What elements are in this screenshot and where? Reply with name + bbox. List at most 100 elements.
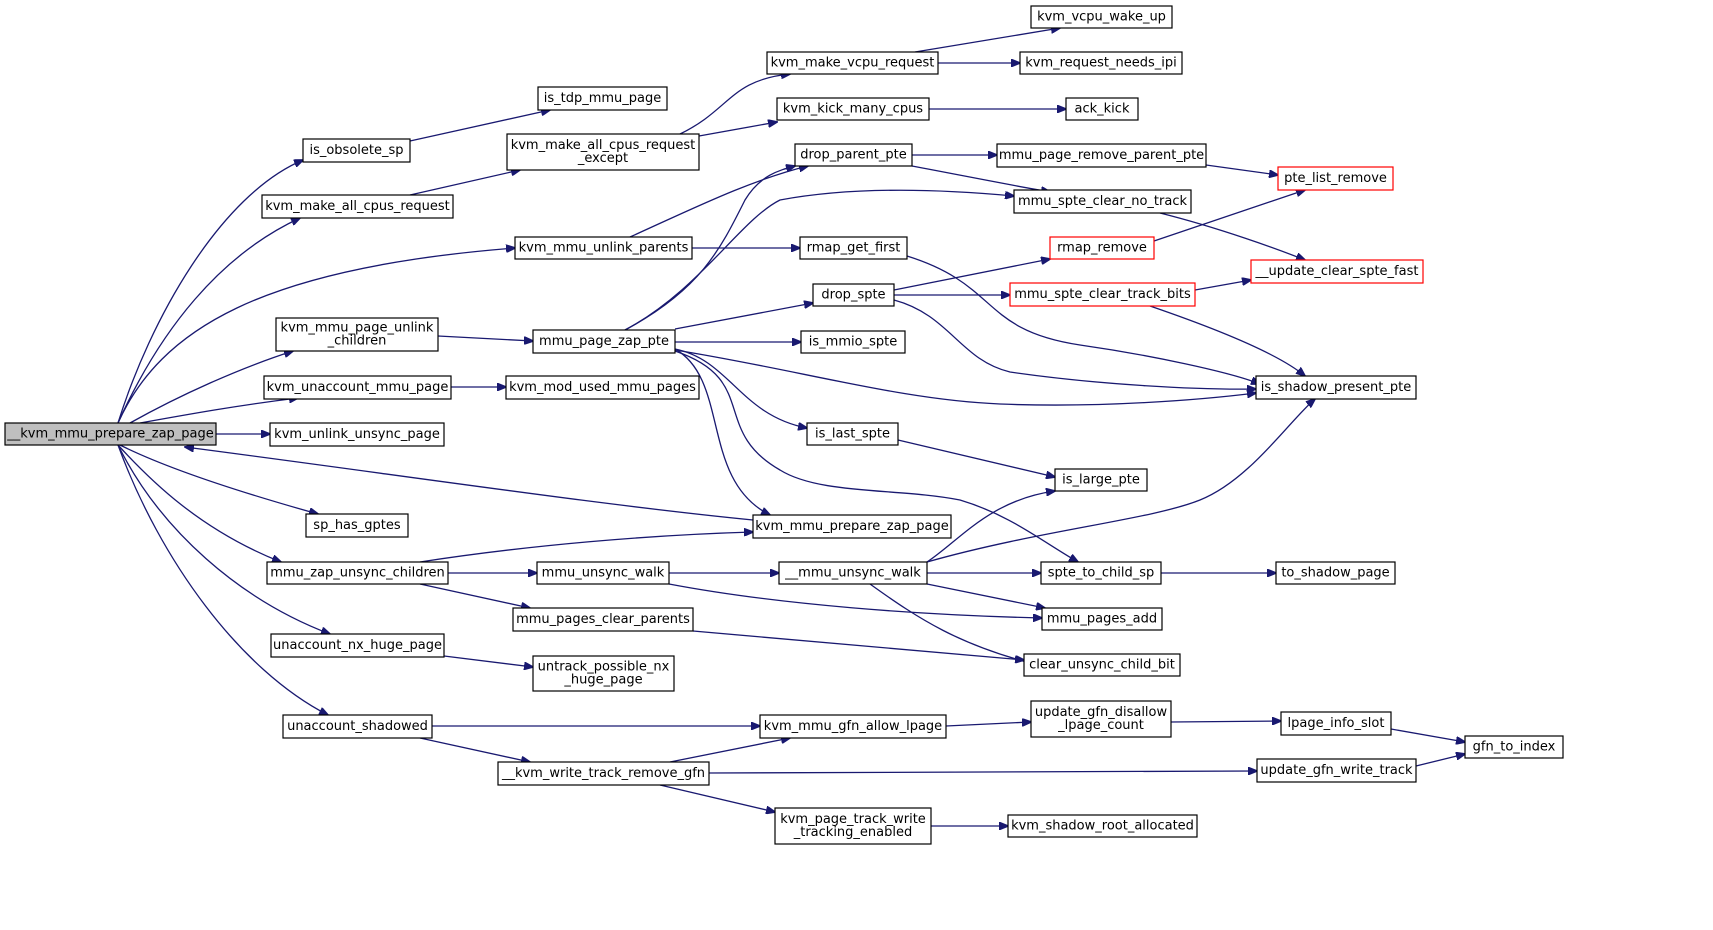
- root-node[interactable]: __kvm_mmu_prepare_zap_page: [4, 422, 217, 446]
- node-box: [776, 97, 930, 121]
- node-label: is_shadow_present_pte: [1261, 380, 1411, 395]
- node-label: is_mmio_spte: [809, 335, 897, 350]
- edge-root-to-unaccount_nx_huge_page: [117, 444, 330, 634]
- node-label: _except: [577, 151, 628, 166]
- node-clear_unsync_child_bit[interactable]: clear_unsync_child_bit: [1023, 653, 1181, 677]
- node-spte_to_child_sp[interactable]: spte_to_child_sp: [1040, 561, 1162, 585]
- node-kvm_mmu_prepare_zap_page[interactable]: kvm_mmu_prepare_zap_page: [752, 514, 952, 539]
- node-kvm_write_track_remove_gfn[interactable]: __kvm_write_track_remove_gfn: [497, 761, 710, 786]
- node-update_gfn_write_track[interactable]: update_gfn_write_track: [1256, 758, 1417, 783]
- node-gfn_to_index[interactable]: gfn_to_index: [1464, 735, 1564, 759]
- node-label: mmu_zap_unsync_children: [270, 566, 445, 581]
- node-kvm_make_all_cpus_request_except[interactable]: kvm_make_all_cpus_request_except: [506, 133, 700, 171]
- node-label: __mmu_unsync_walk: [784, 566, 921, 581]
- node-lpage_info_slot[interactable]: lpage_info_slot: [1280, 711, 1392, 736]
- node-kvm_page_track_write_tracking_enabled[interactable]: kvm_page_track_write_tracking_enabled: [774, 807, 932, 845]
- edge-mmu_zap_unsync_children-to-kvm_mmu_prepare_zap_page: [419, 532, 753, 563]
- edge-drop_spte-to-is_shadow_present_pte: [893, 299, 1256, 389]
- node-mmu_page_zap_pte[interactable]: mmu_page_zap_pte: [532, 329, 676, 354]
- node-label: kvm_mmu_prepare_zap_page: [755, 519, 949, 534]
- edge-unaccount_shadowed-to-kvm_write_track_remove_gfn: [419, 737, 530, 762]
- node-box: [302, 138, 411, 163]
- node-is_large_pte[interactable]: is_large_pte: [1054, 468, 1148, 492]
- node-kvm_mmu_gfn_allow_lpage[interactable]: kvm_mmu_gfn_allow_lpage: [759, 714, 947, 739]
- edge-root-to-kvm_mmu_page_unlink_children: [129, 351, 293, 424]
- node-mmu_unsync_walk[interactable]: mmu_unsync_walk: [536, 561, 670, 585]
- node-mmu_page_remove_parent_pte[interactable]: mmu_page_remove_parent_pte: [996, 143, 1207, 168]
- node-mmu_spte_clear_track_bits[interactable]: mmu_spte_clear_track_bits: [1009, 282, 1196, 307]
- edge-mmu_spte_clear_track_bits-to-update_clear_spte_fast: [1194, 280, 1251, 291]
- node-is_shadow_present_pte[interactable]: is_shadow_present_pte: [1255, 375, 1417, 400]
- node-pte_list_remove[interactable]: pte_list_remove: [1277, 166, 1394, 191]
- edge-__mmu_unsync_walk-to-clear_unsync_child_bit: [869, 583, 1034, 664]
- node-__mmu_unsync_walk[interactable]: __mmu_unsync_walk: [778, 561, 928, 585]
- node-mmu_spte_clear_no_track[interactable]: mmu_spte_clear_no_track: [1013, 189, 1192, 214]
- node-label: update_gfn_disallow: [1035, 705, 1168, 720]
- node-to_shadow_page[interactable]: to_shadow_page: [1275, 561, 1396, 585]
- node-label: __update_clear_spte_fast: [1255, 264, 1419, 279]
- edge-root-to-kvm_make_all_cpus_request: [117, 218, 300, 424]
- node-kvm_request_needs_ipi[interactable]: kvm_request_needs_ipi: [1019, 51, 1183, 75]
- node-kvm_kick_many_cpus[interactable]: kvm_kick_many_cpus: [776, 97, 930, 121]
- node-label: gfn_to_index: [1473, 740, 1556, 755]
- node-sp_has_gptes[interactable]: sp_has_gptes: [305, 513, 409, 538]
- node-label: update_gfn_write_track: [1260, 763, 1413, 778]
- edge-kvm_mmu_page_unlink_children-to-mmu_page_zap_pte: [437, 335, 533, 341]
- node-is_last_spte[interactable]: is_last_spte: [806, 422, 899, 446]
- node-label: is_tdp_mmu_page: [544, 91, 662, 106]
- node-unaccount_nx_huge_page[interactable]: unaccount_nx_huge_page: [270, 633, 445, 658]
- node-label: __kvm_write_track_remove_gfn: [501, 766, 705, 781]
- node-box: [812, 283, 895, 307]
- node-box: [536, 561, 670, 585]
- node-is_mmio_spte[interactable]: is_mmio_spte: [800, 330, 906, 354]
- node-label: _tracking_enabled: [793, 825, 913, 840]
- node-rmap_remove[interactable]: rmap_remove: [1049, 236, 1155, 260]
- node-box: [759, 714, 947, 739]
- node-kvm_shadow_root_allocated[interactable]: kvm_shadow_root_allocated: [1007, 814, 1198, 838]
- node-label: spte_to_child_sp: [1048, 566, 1155, 581]
- node-update_clear_spte_fast[interactable]: __update_clear_spte_fast: [1250, 259, 1424, 284]
- node-box: [1065, 97, 1139, 121]
- edge-kvm_mmu_gfn_allow_lpage-to-update_gfn_disallow_lpage_count: [945, 722, 1031, 727]
- node-kvm_unlink_unsync_page[interactable]: kvm_unlink_unsync_page: [269, 422, 445, 447]
- node-box: [266, 561, 449, 585]
- node-label: kvm_mmu_unlink_parents: [519, 241, 689, 256]
- node-label: kvm_mod_used_mmu_pages: [509, 380, 696, 395]
- edge-mmu_spte_clear_no_track-to-update_clear_spte_fast: [1159, 212, 1305, 260]
- node-box: [799, 236, 908, 260]
- node-kvm_vcpu_wake_up[interactable]: kvm_vcpu_wake_up: [1030, 5, 1173, 29]
- node-box: [1041, 607, 1163, 631]
- node-untrack_possible_nx_huge_page[interactable]: untrack_possible_nx_huge_page: [532, 655, 675, 692]
- node-kvm_mmu_unlink_parents[interactable]: kvm_mmu_unlink_parents: [514, 236, 693, 260]
- node-kvm_make_vcpu_request[interactable]: kvm_make_vcpu_request: [766, 51, 939, 75]
- edge-__mmu_unsync_walk-to-mmu_pages_add: [926, 583, 1045, 608]
- node-box: [766, 51, 939, 75]
- node-label: untrack_possible_nx: [538, 660, 670, 675]
- node-box: [800, 330, 906, 354]
- node-update_gfn_disallow_lpage_count[interactable]: update_gfn_disallow_lpage_count: [1030, 700, 1172, 738]
- node-kvm_mod_used_mmu_pages[interactable]: kvm_mod_used_mmu_pages: [505, 375, 700, 400]
- node-mmu_pages_clear_parents[interactable]: mmu_pages_clear_parents: [512, 607, 694, 632]
- edge-kvm_write_track_remove_gfn-to-kvm_mmu_gfn_allow_lpage: [669, 738, 790, 763]
- node-is_tdp_mmu_page[interactable]: is_tdp_mmu_page: [537, 86, 668, 111]
- node-mmu_zap_unsync_children[interactable]: mmu_zap_unsync_children: [266, 561, 449, 585]
- node-unaccount_shadowed[interactable]: unaccount_shadowed: [282, 714, 433, 739]
- node-box: [1280, 711, 1392, 736]
- node-mmu_pages_add[interactable]: mmu_pages_add: [1041, 607, 1163, 631]
- node-drop_parent_pte[interactable]: drop_parent_pte: [794, 143, 913, 167]
- node-rmap_get_first[interactable]: rmap_get_first: [799, 236, 908, 260]
- node-kvm_mmu_page_unlink_children[interactable]: kvm_mmu_page_unlink_children: [275, 317, 439, 352]
- node-box: [774, 807, 932, 845]
- node-drop_spte[interactable]: drop_spte: [812, 283, 895, 307]
- node-label: kvm_mmu_page_unlink: [281, 321, 434, 336]
- node-box: [4, 422, 217, 446]
- node-ack_kick[interactable]: ack_kick: [1065, 97, 1139, 121]
- node-box: [1275, 561, 1396, 585]
- node-label: __kvm_mmu_prepare_zap_page: [6, 427, 214, 442]
- node-is_obsolete_sp[interactable]: is_obsolete_sp: [302, 138, 411, 163]
- node-kvm_make_all_cpus_request[interactable]: kvm_make_all_cpus_request: [261, 194, 454, 219]
- edge-mmu_page_zap_pte-to-drop_spte: [674, 303, 813, 330]
- node-label: _huge_page: [563, 673, 642, 688]
- node-kvm_unaccount_mmu_page[interactable]: kvm_unaccount_mmu_page: [263, 375, 452, 400]
- node-label: mmu_pages_add: [1047, 612, 1157, 627]
